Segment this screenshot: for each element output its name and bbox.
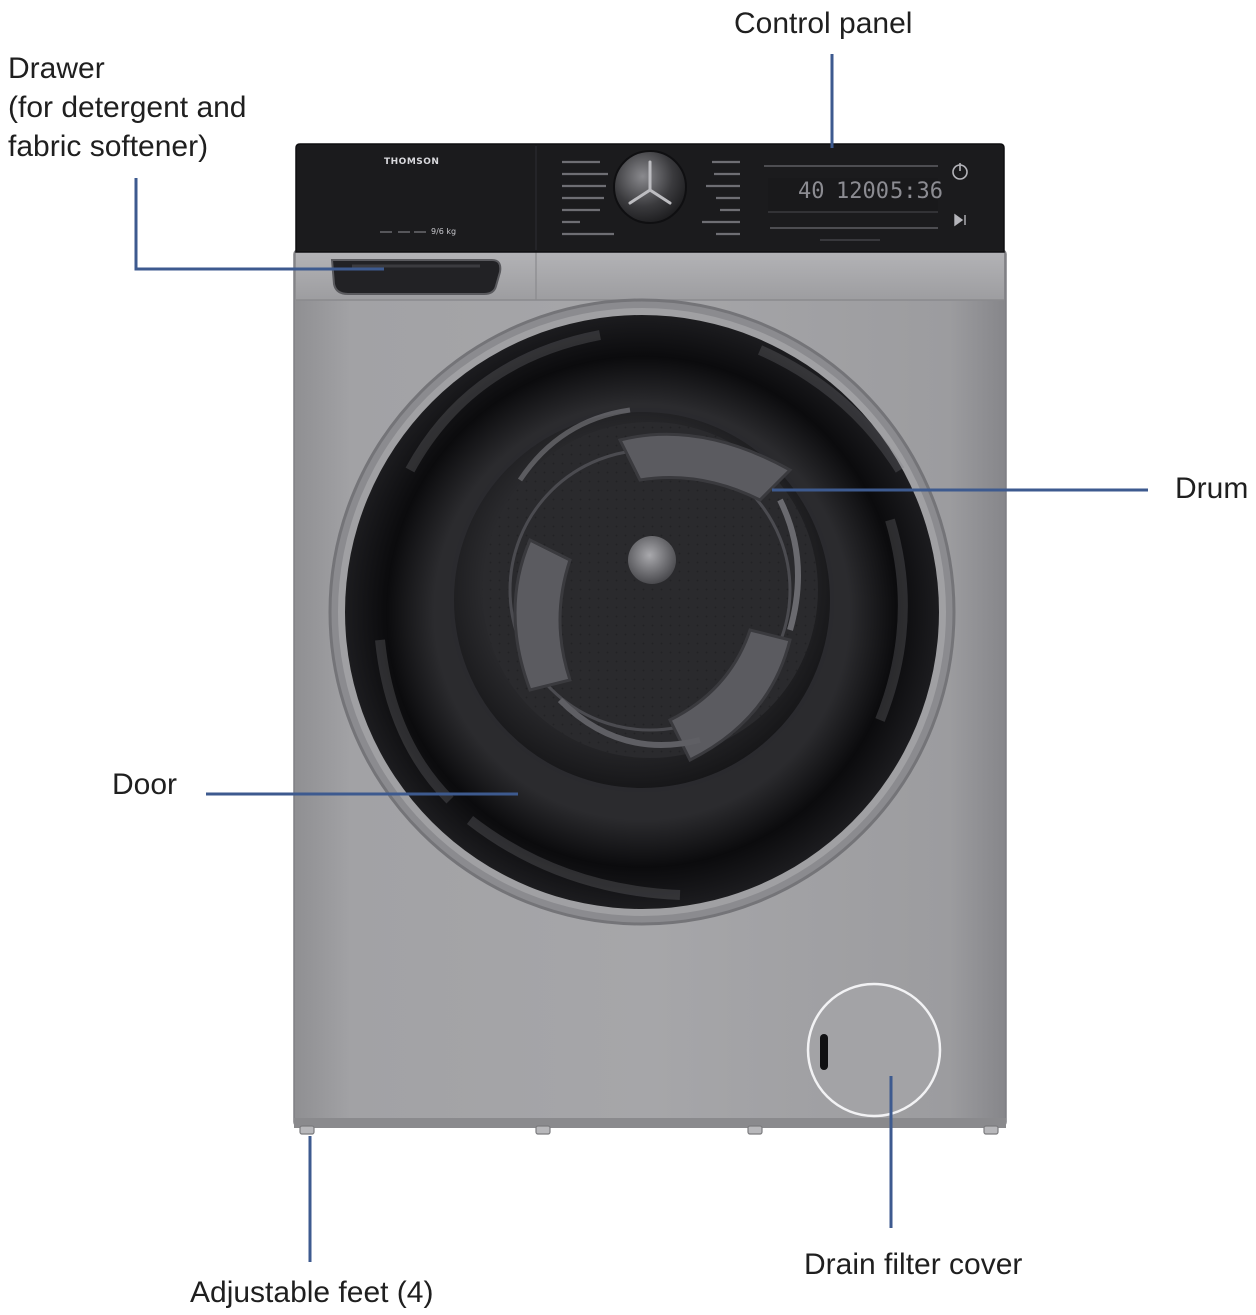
drain-filter-cover: [806, 982, 942, 1118]
adjustable-feet: [299, 1125, 999, 1135]
program-list-left: [562, 160, 614, 236]
label-drain-filter-cover: Drain filter cover: [804, 1248, 1023, 1281]
label-drawer-line-2: (for detergent and: [8, 91, 247, 124]
start-pause-button-icon: [954, 213, 966, 227]
label-drawer-line-3: fabric softener): [8, 130, 209, 163]
drain-filter-slot: [820, 1034, 828, 1070]
display-time: 5:36: [890, 179, 943, 204]
label-drum: Drum: [1175, 472, 1249, 505]
capacity-text: 9/6 kg: [431, 227, 457, 236]
leader-lines: [134, 54, 1148, 1262]
label-drawer-line-1: Drawer: [8, 52, 105, 85]
label-door: Door: [112, 768, 178, 801]
leader-line-drawer: [134, 178, 384, 271]
brand-logo-text: THOMSON: [384, 157, 440, 167]
label-control-panel: Control panel: [734, 7, 913, 40]
drum-hub: [628, 536, 676, 584]
drum-lifters: [513, 432, 793, 763]
display-temperature: 40: [798, 179, 825, 204]
label-adjustable-feet: Adjustable feet (4): [190, 1276, 434, 1309]
display-spin-speed: 1200: [836, 179, 889, 204]
led-display: [764, 165, 938, 241]
program-list-right: [702, 160, 740, 236]
